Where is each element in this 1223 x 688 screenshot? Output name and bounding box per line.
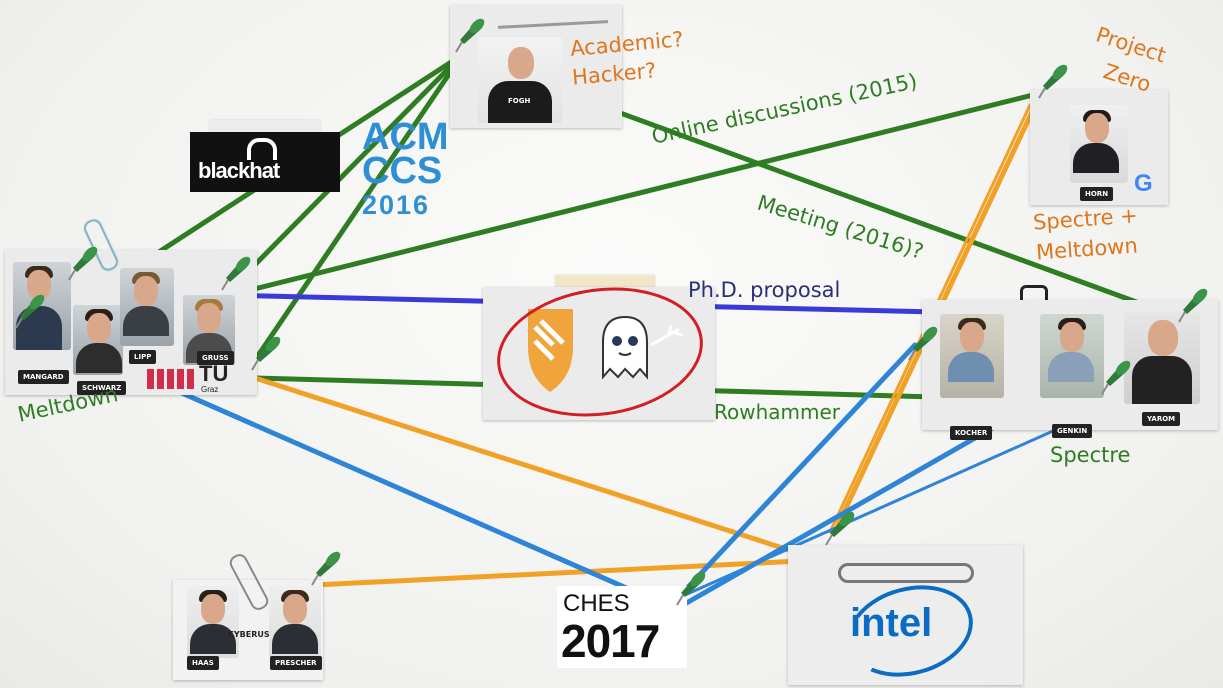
acm-ccs-year: 2016 (362, 190, 431, 220)
nametag-haas: HAAS (187, 656, 219, 670)
annotation-spectre: Spectre (1050, 443, 1131, 467)
nametag-horn: HORN (1080, 187, 1114, 201)
line-gruss-horn (227, 89, 1048, 298)
nametag-genkin: GENKIN (1052, 424, 1093, 438)
cyberus-card: HAAS CYBERUS PRESCHER (173, 580, 323, 680)
tu-graz-card: MANGARD SCHWARZ LIPP GRUSS TU Graz (5, 250, 257, 395)
pinned-needle (497, 20, 609, 29)
cyberus-logo: CYBERUS (228, 630, 270, 639)
annotation-meeting: Meeting (2016)? (754, 190, 927, 264)
meltdown-spectre-card (483, 287, 715, 420)
annotation-phd-proposal: Ph.D. proposal (688, 278, 841, 302)
photo-mangard (13, 262, 71, 350)
intel-logo: intel (850, 601, 933, 645)
photo-genkin (1040, 314, 1104, 398)
acm-text: ACM (362, 116, 449, 158)
spectre-ghost-icon (602, 315, 648, 380)
photo-fogh: FOGH (478, 37, 562, 123)
horn-card: HORN G (1030, 90, 1168, 205)
blackhat-logo: blackhat (190, 132, 340, 192)
acm-ccs-logo: ACM CCS 2016 (360, 118, 460, 223)
blackhat-hat-icon (247, 138, 277, 160)
fogh-shirt-text: FOGH (508, 97, 531, 105)
photo-yarom (1124, 312, 1200, 404)
blackhat-logo-text: blackhat (198, 158, 280, 183)
meltdown-shield-icon (528, 309, 573, 392)
photo-lipp (120, 268, 174, 346)
spectre-researchers-card: KOCHER GENKIN YAROM (922, 300, 1218, 440)
ches-year: 2017 (561, 615, 660, 667)
photo-horn (1070, 105, 1128, 183)
intel-card: intel (788, 545, 1023, 688)
nametag-schwarz: SCHWARZ (77, 381, 127, 395)
photo-prescher (269, 586, 321, 658)
tu-graz-logo-tu: TU (199, 361, 229, 386)
ccs-text: CCS (362, 150, 443, 192)
google-logo: G (1134, 170, 1153, 197)
ches-2017-logo: CHES 2017 (557, 586, 687, 668)
photo-kocher (940, 314, 1004, 398)
photo-gruss (183, 295, 235, 365)
photo-schwarz (73, 305, 123, 375)
nametag-prescher: PRESCHER (270, 656, 322, 670)
spectre-branch-icon (650, 324, 684, 347)
tu-graz-logo: TU Graz (147, 361, 252, 394)
tu-graz-logo-graz: Graz (201, 385, 219, 394)
annotation-spectre-meltdown-2: Meltdown (1035, 233, 1139, 265)
line-cyberus-intel (312, 557, 823, 588)
safety-pin (838, 563, 974, 583)
photo-haas (187, 586, 239, 658)
ches-text: CHES (563, 590, 630, 617)
nametag-lipp: LIPP (129, 350, 157, 364)
binder-clip (1020, 285, 1048, 308)
pin-intel (825, 508, 858, 546)
nametag-mangard: MANGARD (18, 370, 69, 384)
nametag-yarom: YAROM (1142, 412, 1181, 426)
red-circle-mark (497, 287, 703, 417)
meltdown-spectre-art (497, 287, 703, 417)
nametag-gruss: GRUSS (197, 351, 234, 365)
annotation-rowhammer: Rowhammer (714, 400, 841, 424)
annotation-online-discussions: Online discussions (2015) (649, 68, 920, 149)
annotation-spectre-meltdown-1: Spectre + (1032, 203, 1139, 235)
annotation-project: Project (1093, 22, 1169, 68)
nametag-kocher: KOCHER (950, 426, 993, 440)
fogh-card: FOGH (450, 5, 622, 128)
